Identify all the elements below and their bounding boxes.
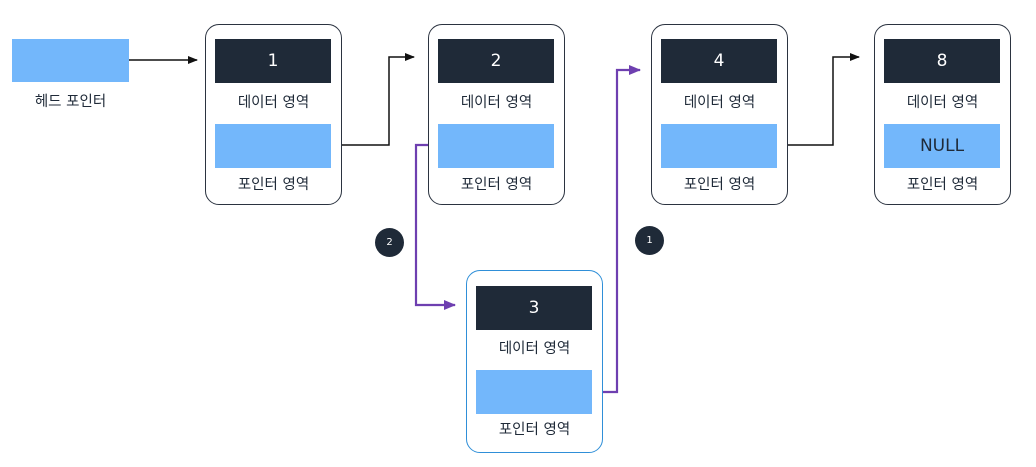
head-pointer-box <box>12 39 129 82</box>
node-1-data-box: 1 <box>215 39 331 83</box>
node-4-pointer-box <box>661 124 777 168</box>
node-8: 8 데이터 영역 NULL 포인터 영역 <box>874 24 1011 205</box>
node4-to-node8-arrow <box>766 53 860 146</box>
node-8-pointer-box: NULL <box>884 124 1000 168</box>
node-3-data-label: 데이터 영역 <box>498 341 571 357</box>
head-pointer-label: 헤드 포인터 <box>34 94 107 110</box>
node-1-pointer-box <box>215 124 331 168</box>
node-3-pointer-box <box>476 370 592 414</box>
node-1-data-label: 데이터 영역 <box>237 95 310 111</box>
node1-to-node2-arrow <box>322 53 415 146</box>
node-3-pointer-label: 포인터 영역 <box>498 422 571 438</box>
node-8-data-box: 8 <box>884 39 1000 83</box>
step-badge-2: 2 <box>375 228 404 257</box>
node-1-pointer-label: 포인터 영역 <box>237 177 310 193</box>
node-4-data-label: 데이터 영역 <box>683 95 756 111</box>
node-2-data-box: 2 <box>438 39 554 83</box>
node-2-data-label: 데이터 영역 <box>460 95 533 111</box>
node-4: 4 데이터 영역 포인터 영역 <box>651 24 788 205</box>
step-badge-1: 1 <box>635 226 664 255</box>
node-2-pointer-box <box>438 124 554 168</box>
node-1: 1 데이터 영역 포인터 영역 <box>205 24 342 205</box>
node-2-pointer-label: 포인터 영역 <box>460 177 533 193</box>
node-2: 2 데이터 영역 포인터 영역 <box>428 24 565 205</box>
node-4-data-box: 4 <box>661 39 777 83</box>
node-3: 3 데이터 영역 포인터 영역 <box>466 270 603 453</box>
node-8-pointer-label: 포인터 영역 <box>906 177 979 193</box>
node-4-pointer-label: 포인터 영역 <box>683 177 756 193</box>
node-3-data-box: 3 <box>476 286 592 330</box>
node-8-data-label: 데이터 영역 <box>906 95 979 111</box>
